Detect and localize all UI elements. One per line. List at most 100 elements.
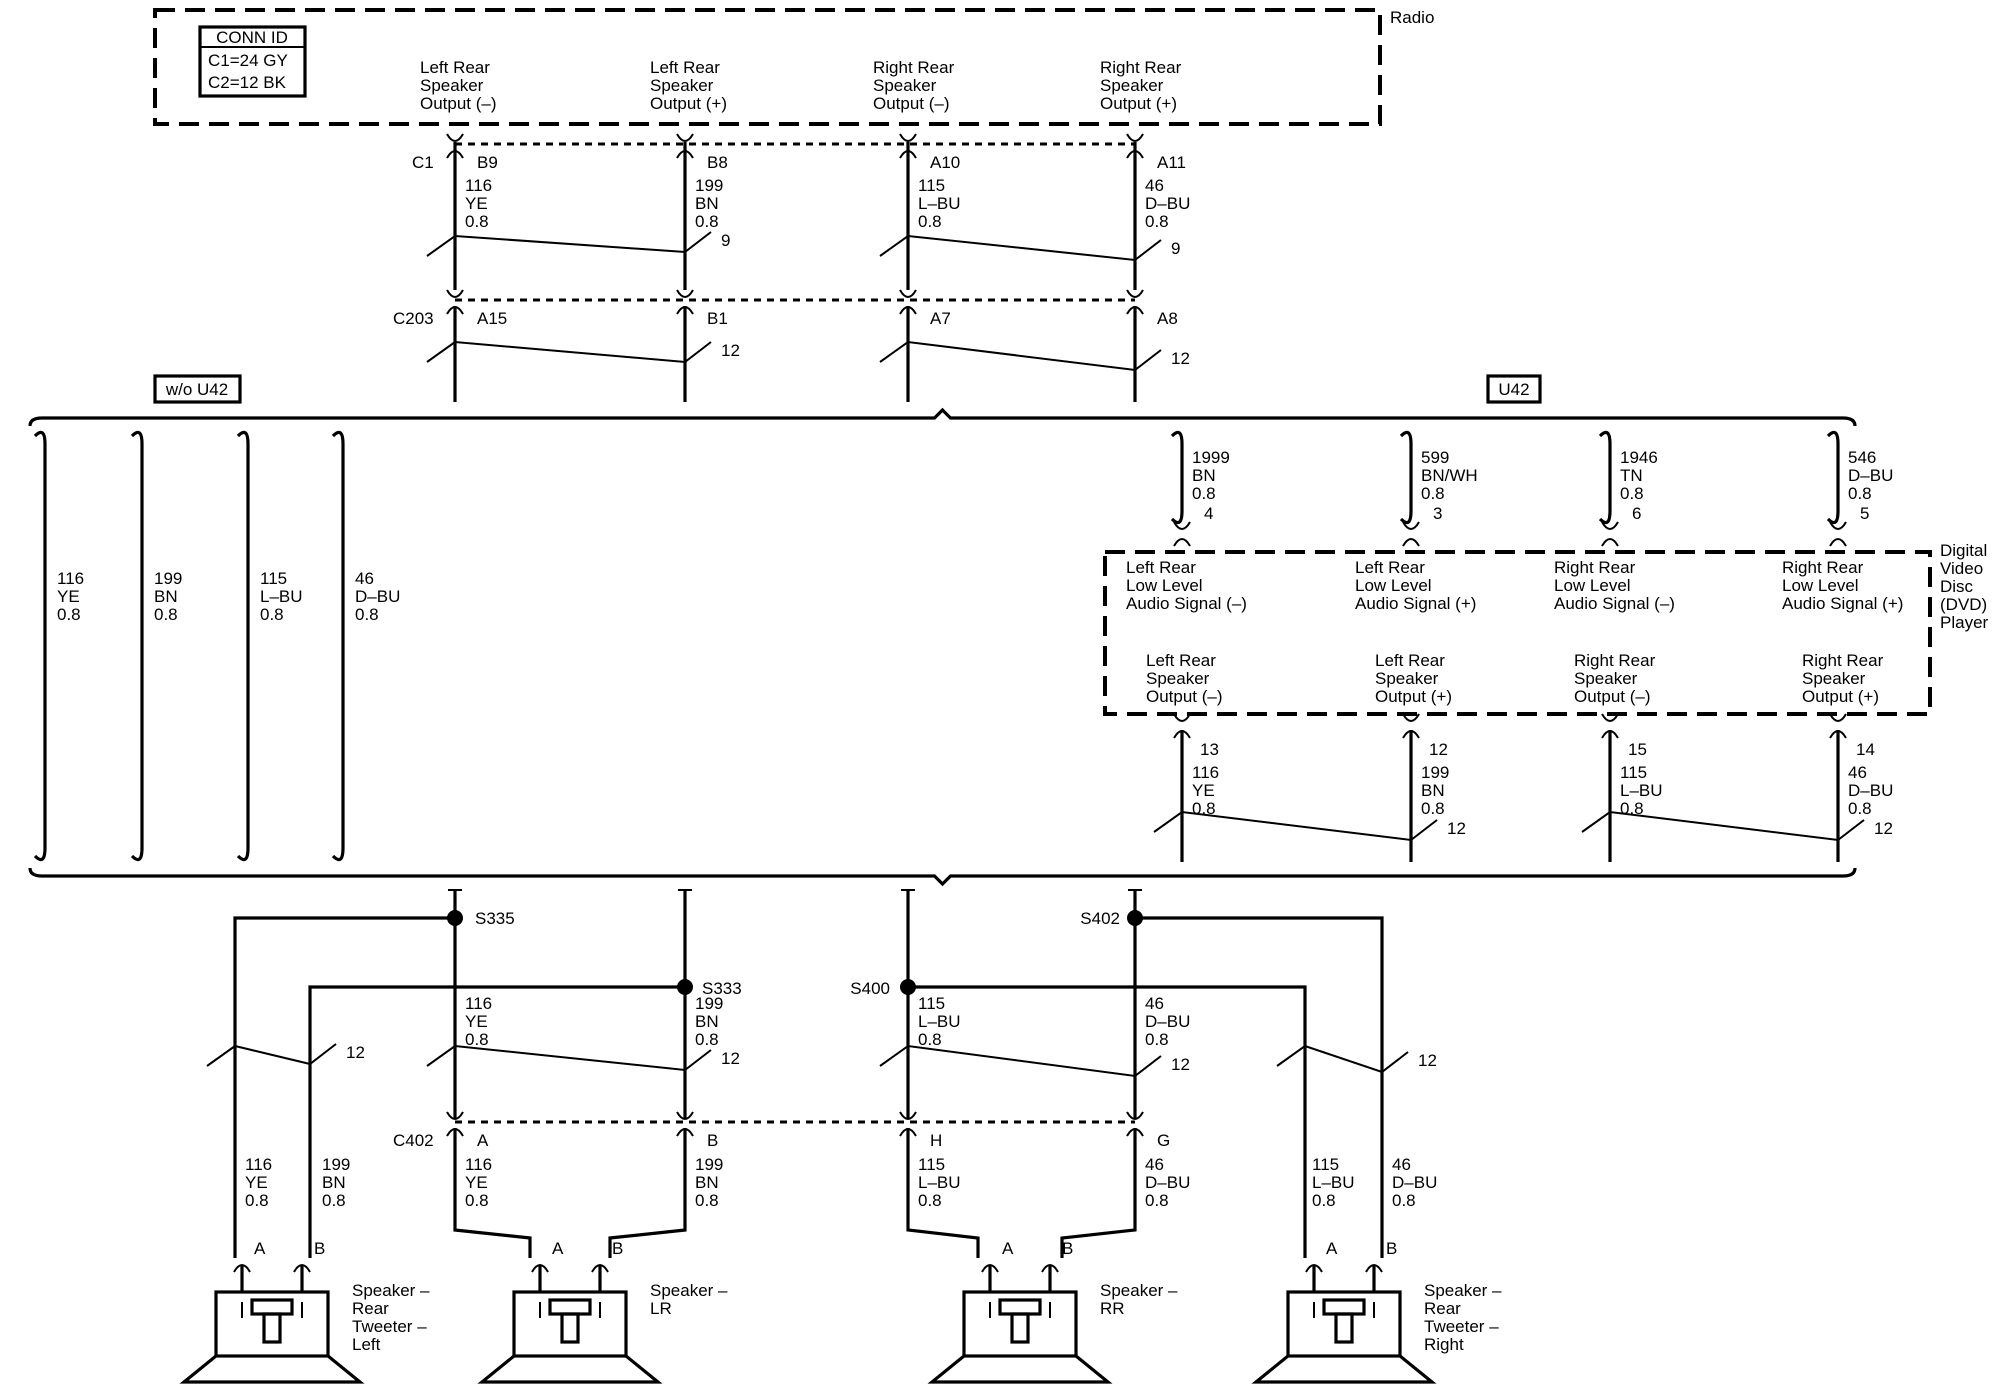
dvd-player-box	[1103, 550, 1932, 716]
twist-count-label: 12	[1418, 1051, 1437, 1070]
twisted-pair-mark	[1153, 810, 1438, 842]
connector-terminal	[899, 133, 917, 142]
wire-label: 0.8	[1421, 799, 1445, 818]
radio-output-label: Right Rear	[873, 58, 955, 77]
speaker-label: Speaker –	[1100, 1281, 1178, 1300]
wire-label: 116	[245, 1155, 272, 1174]
connector-terminal	[676, 133, 694, 142]
speaker-lead	[989, 1302, 1051, 1318]
wire-label: 0.8	[1145, 1191, 1169, 1210]
speaker-cone	[1010, 1312, 1030, 1344]
wire-label: BN/WH	[1421, 466, 1478, 485]
twist-count-label: 12	[1447, 819, 1466, 838]
dvd-label: Disc	[1940, 577, 1974, 596]
speaker-box	[214, 1290, 330, 1358]
wire-speaker-rr-b	[1060, 1128, 1137, 1258]
splice-label: S333	[702, 979, 742, 998]
speaker-lead	[240, 1266, 304, 1292]
speaker-magnet	[1322, 1298, 1366, 1316]
wire-label: D–BU	[1145, 194, 1190, 213]
connector-terminal	[1601, 538, 1619, 547]
wire-label: 115	[918, 1155, 945, 1174]
wire-label: D–BU	[1145, 1012, 1190, 1031]
connector-terminal	[1173, 521, 1191, 530]
connector-terminal	[1126, 133, 1144, 142]
dvd-input-label: Audio Signal (+)	[1782, 594, 1903, 613]
speaker-horn	[927, 1354, 1113, 1384]
wire-label: 0.8	[355, 605, 379, 624]
dvd-output-label: Output (–)	[1146, 687, 1223, 706]
connector-terminal	[1402, 521, 1420, 530]
connector-c1-label: C1	[412, 153, 434, 172]
radio-output-label: Speaker	[650, 76, 714, 95]
connector-terminal	[981, 1264, 999, 1273]
diagram-structure	[28, 8, 1932, 1384]
connector-terminal	[676, 289, 694, 298]
option-label-u42: U42	[1498, 380, 1529, 399]
wire-label: L–BU	[1312, 1173, 1355, 1192]
wire-label: 0.8	[465, 212, 489, 231]
wire-label: 116	[57, 569, 84, 588]
wire-label: 199	[154, 569, 182, 588]
twisted-pair-mark	[426, 1044, 712, 1072]
wire-label: D–BU	[355, 587, 400, 606]
connector-terminal	[1173, 538, 1191, 547]
wire-label: 0.8	[322, 1191, 346, 1210]
wire-label: 0.8	[154, 605, 178, 624]
connector-terminal	[446, 289, 464, 298]
connector-pin-label: 12	[1429, 740, 1448, 759]
dvd-label: Video	[1940, 559, 1983, 578]
connector-terminal	[1126, 289, 1144, 298]
dvd-output-label: Right Rear	[1574, 651, 1656, 670]
wire-label: BN	[322, 1173, 346, 1192]
twist-count-label: 9	[721, 231, 730, 250]
connector-pin-label: 14	[1856, 740, 1875, 759]
connector-terminal	[676, 1111, 694, 1120]
connector-terminal	[1041, 1264, 1059, 1273]
speaker-cone	[262, 1312, 282, 1344]
twisted-pair-mark	[879, 1044, 1162, 1078]
connector-terminal	[899, 150, 917, 159]
wire-label: 115	[1312, 1155, 1339, 1174]
speaker-lead	[1312, 1266, 1376, 1292]
connector-pin-label: 13	[1200, 740, 1219, 759]
connector-terminal	[446, 1111, 464, 1120]
splice-label: S400	[850, 979, 890, 998]
speaker-magnet	[250, 1298, 294, 1316]
speaker-label: Speaker –	[1424, 1281, 1502, 1300]
speaker-label: Speaker –	[650, 1281, 728, 1300]
dvd-output-label: Right Rear	[1802, 651, 1884, 670]
connector-terminal	[899, 1111, 917, 1120]
dvd-input-label: Low Level	[1554, 576, 1631, 595]
wire-label: YE	[465, 1173, 488, 1192]
splice-dot	[1127, 910, 1143, 926]
wire-label: 0.8	[465, 1191, 489, 1210]
connector-terminal	[1402, 538, 1420, 547]
connector-pin-label: 5	[1860, 504, 1869, 523]
speaker-label: RR	[1100, 1299, 1125, 1318]
wire-label: L–BU	[918, 1173, 961, 1192]
connector-pin-label: A10	[930, 153, 960, 172]
wire-label: BN	[1192, 466, 1216, 485]
wire-label: 0.8	[1312, 1191, 1336, 1210]
wire-label: 46	[1392, 1155, 1411, 1174]
dvd-input-label: Right Rear	[1782, 558, 1864, 577]
wire-label: YE	[465, 1012, 488, 1031]
wire-label: 0.8	[245, 1191, 269, 1210]
conn-id-box	[198, 25, 307, 98]
dvd-input-label: Audio Signal (+)	[1355, 594, 1476, 613]
wire-tweeter-right-b	[1135, 916, 1384, 1258]
wire-label: YE	[465, 194, 488, 213]
dvd-label: Digital	[1940, 541, 1987, 560]
speaker-label: Speaker –	[352, 1281, 430, 1300]
wire-speaker-lr-b	[608, 1128, 687, 1258]
speaker-label: Left	[352, 1335, 381, 1354]
wire-label: 0.8	[1145, 212, 1169, 231]
wire-label: 0.8	[1192, 484, 1216, 503]
dvd-output-label: Left Rear	[1375, 651, 1445, 670]
speaker-label: Tweeter –	[352, 1317, 427, 1336]
connector-terminal	[1173, 713, 1191, 722]
wire-label: 1946	[1620, 448, 1658, 467]
twisted-pair-mark	[879, 340, 1162, 372]
speaker-pin-label: A	[552, 1239, 564, 1258]
